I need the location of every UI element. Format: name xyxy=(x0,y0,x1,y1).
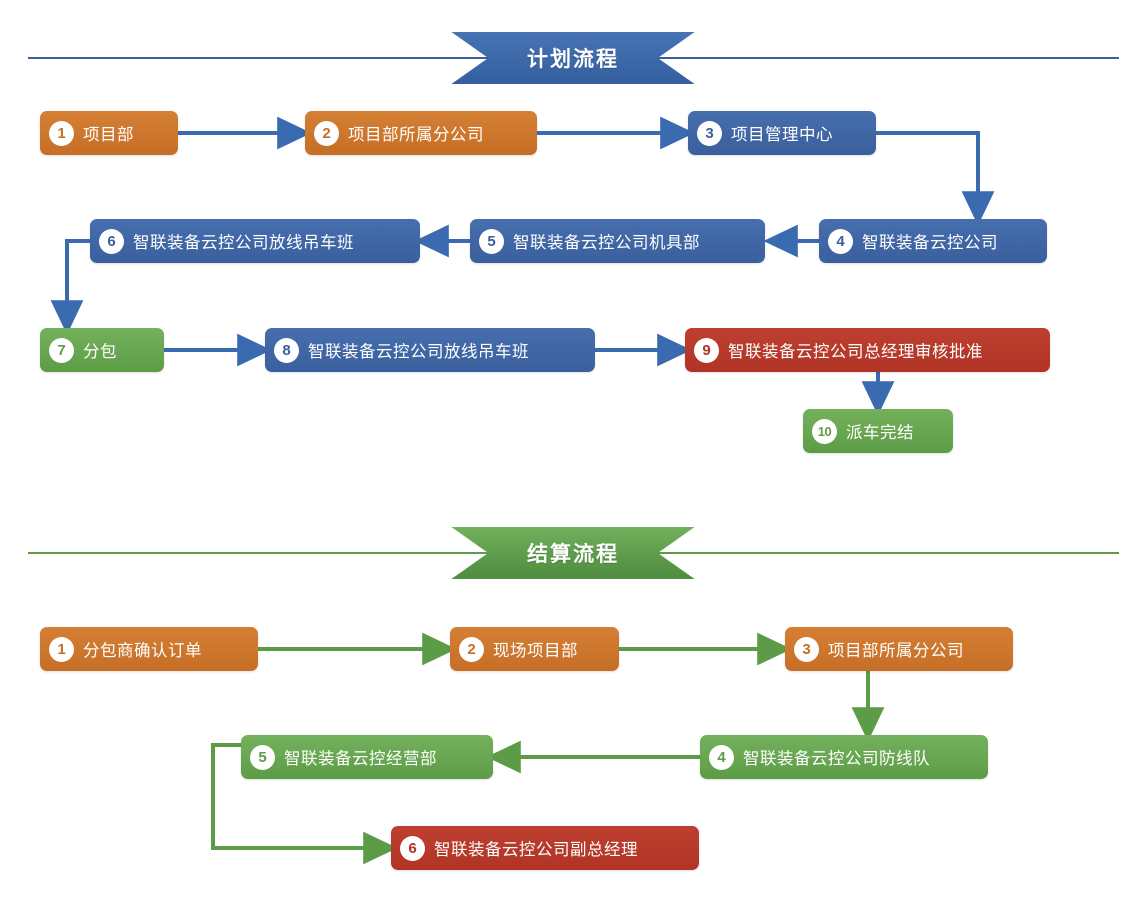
settlement-node-6-label: 智联装备云控公司副总经理 xyxy=(434,841,638,859)
settlement-node-1-badge: 1 xyxy=(49,636,74,662)
plan-node-6-label: 智联装备云控公司放线吊车班 xyxy=(133,234,354,252)
plan-banner-wrap: 计划流程 xyxy=(0,32,1147,84)
plan-node-2-label: 项目部所属分公司 xyxy=(348,126,484,144)
plan-node-3-badge: 3 xyxy=(697,120,722,146)
settlement-node-5-label: 智联装备云控经营部 xyxy=(284,750,437,768)
plan-node-5-badge: 5 xyxy=(479,228,504,254)
settlement-node-5[interactable]: 5 智联装备云控经营部 xyxy=(241,735,493,779)
plan-node-6[interactable]: 6 智联装备云控公司放线吊车班 xyxy=(90,219,420,263)
plan-node-5[interactable]: 5 智联装备云控公司机具部 xyxy=(470,219,765,263)
plan-node-4-badge: 4 xyxy=(828,228,853,254)
plan-node-10[interactable]: 10 派车完结 xyxy=(803,409,953,453)
plan-node-7-badge: 7 xyxy=(49,337,74,363)
settlement-node-3-label: 项目部所属分公司 xyxy=(828,642,964,660)
settlement-node-6-badge: 6 xyxy=(400,835,425,861)
plan-node-1-badge: 1 xyxy=(49,120,74,146)
plan-node-10-label: 派车完结 xyxy=(846,424,914,442)
plan-node-4[interactable]: 4 智联装备云控公司 xyxy=(819,219,1047,263)
settlement-banner-wrap: 结算流程 xyxy=(0,527,1147,579)
plan-node-1-label: 项目部 xyxy=(83,126,134,144)
plan-node-3[interactable]: 3 项目管理中心 xyxy=(688,111,876,155)
connector-plan-3-4 xyxy=(876,131,995,226)
plan-node-2[interactable]: 2 项目部所属分公司 xyxy=(305,111,537,155)
plan-node-1[interactable]: 1 项目部 xyxy=(40,111,178,155)
plan-node-10-badge: 10 xyxy=(812,418,837,444)
settlement-node-4[interactable]: 4 智联装备云控公司防线队 xyxy=(700,735,988,779)
plan-node-7[interactable]: 7 分包 xyxy=(40,328,164,372)
plan-node-2-badge: 2 xyxy=(314,120,339,146)
plan-node-8-badge: 8 xyxy=(274,337,299,363)
settlement-node-4-label: 智联装备云控公司防线队 xyxy=(743,750,930,768)
plan-node-9-label: 智联装备云控公司总经理审核批准 xyxy=(728,343,983,361)
plan-node-7-label: 分包 xyxy=(83,343,117,361)
settlement-node-6[interactable]: 6 智联装备云控公司副总经理 xyxy=(391,826,699,870)
settlement-node-3[interactable]: 3 项目部所属分公司 xyxy=(785,627,1013,671)
settlement-node-2[interactable]: 2 现场项目部 xyxy=(450,627,619,671)
plan-node-6-badge: 6 xyxy=(99,228,124,254)
settlement-node-5-badge: 5 xyxy=(250,744,275,770)
connector-plan-6-7 xyxy=(50,239,90,335)
settlement-node-1[interactable]: 1 分包商确认订单 xyxy=(40,627,258,671)
settlement-banner-label: 结算流程 xyxy=(527,543,619,566)
plan-banner-label: 计划流程 xyxy=(527,48,619,71)
plan-node-5-label: 智联装备云控公司机具部 xyxy=(513,234,700,252)
settlement-node-1-label: 分包商确认订单 xyxy=(83,642,202,660)
plan-node-8[interactable]: 8 智联装备云控公司放线吊车班 xyxy=(265,328,595,372)
settlement-node-4-badge: 4 xyxy=(709,744,734,770)
plan-node-9[interactable]: 9 智联装备云控公司总经理审核批准 xyxy=(685,328,1050,372)
settlement-node-3-badge: 3 xyxy=(794,636,819,662)
plan-node-8-label: 智联装备云控公司放线吊车班 xyxy=(308,343,529,361)
plan-node-3-label: 项目管理中心 xyxy=(731,126,833,144)
settlement-node-2-badge: 2 xyxy=(459,636,484,662)
plan-node-9-badge: 9 xyxy=(694,337,719,363)
plan-node-4-label: 智联装备云控公司 xyxy=(862,234,998,252)
settlement-node-2-label: 现场项目部 xyxy=(493,642,578,660)
